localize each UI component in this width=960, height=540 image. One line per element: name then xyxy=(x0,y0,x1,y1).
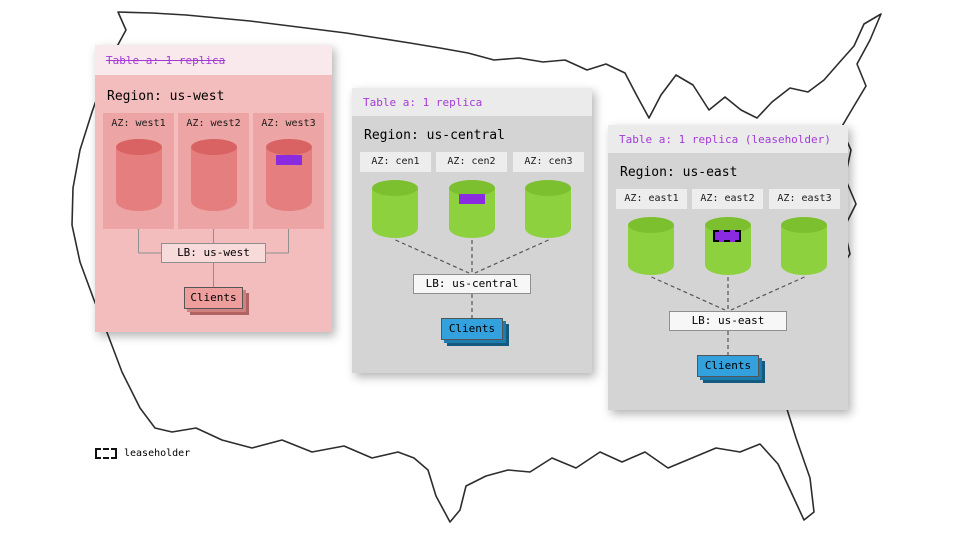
region-panel-us-central: Table a: 1 replica Region: us-central AZ… xyxy=(352,88,592,373)
region-panel-us-west: Table a: 1 replica Region: us-west AZ: w… xyxy=(95,45,332,332)
cylinder-top xyxy=(115,139,162,155)
database-cylinder-icon xyxy=(449,180,495,238)
region-title-us-west: Region: us-west xyxy=(107,89,225,104)
az-label: AZ: west3 xyxy=(261,118,316,129)
legend: leaseholder xyxy=(95,448,190,459)
az-box-east1: AZ: east1 xyxy=(616,189,687,209)
load-balancer-us-east: LB: us-east xyxy=(669,311,787,331)
region-title-us-central: Region: us-central xyxy=(364,128,505,143)
database-cylinder-icon xyxy=(190,139,237,211)
database-cylinder-icon xyxy=(115,139,162,211)
cylinder-top xyxy=(628,217,674,233)
cylinder-top xyxy=(525,180,571,196)
az-label: AZ: west1 xyxy=(111,118,166,129)
database-cylinder-icon xyxy=(525,180,571,238)
az-box-cen2: AZ: cen2 xyxy=(436,152,507,172)
cylinder-body xyxy=(628,225,674,275)
region-title-us-east: Region: us-east xyxy=(620,165,738,180)
table-replica-label: Table a: 1 replica xyxy=(106,53,226,67)
az-box-cen1: AZ: cen1 xyxy=(360,152,431,172)
az-box-west3: AZ: west3 xyxy=(253,113,324,229)
replica-chip xyxy=(459,194,485,204)
table-header-us-west: Table a: 1 replica xyxy=(95,45,332,75)
leaseholder-replica-chip xyxy=(713,230,741,242)
cylinder-top xyxy=(372,180,418,196)
az-box-west2: AZ: west2 xyxy=(178,113,249,229)
load-balancer-us-west: LB: us-west xyxy=(161,243,266,263)
database-cylinder-icon xyxy=(372,180,418,238)
database-cylinder-icon xyxy=(705,217,751,275)
cylinder-body xyxy=(372,188,418,238)
table-replica-label: Table a: 1 replica (leaseholder) xyxy=(619,132,831,146)
cylinder-top xyxy=(190,139,237,155)
database-cylinder-icon xyxy=(628,217,674,275)
cylinder-top xyxy=(449,180,495,196)
cylinder-body xyxy=(115,147,162,211)
load-balancer-us-central: LB: us-central xyxy=(413,274,531,294)
az-box-east3: AZ: east3 xyxy=(769,189,840,209)
cylinder-body xyxy=(190,147,237,211)
az-label: AZ: west2 xyxy=(186,118,241,129)
table-header-us-central: Table a: 1 replica xyxy=(352,88,592,116)
region-panel-us-east: Table a: 1 replica (leaseholder) Region:… xyxy=(608,125,848,410)
database-cylinder-icon xyxy=(265,139,312,211)
cylinder-top xyxy=(265,139,312,155)
table-replica-label: Table a: 1 replica xyxy=(363,95,483,109)
az-box-west1: AZ: west1 xyxy=(103,113,174,229)
clients-box-us-east: Clients xyxy=(697,355,759,377)
az-box-east2: AZ: east2 xyxy=(692,189,763,209)
cylinder-top xyxy=(705,217,751,233)
replica-chip xyxy=(275,155,302,165)
cylinder-top xyxy=(781,217,827,233)
clients-box-us-west: Clients xyxy=(184,287,243,309)
az-box-cen3: AZ: cen3 xyxy=(513,152,584,172)
leaseholder-swatch-icon xyxy=(95,448,117,459)
database-cylinder-icon xyxy=(781,217,827,275)
clients-box-us-central: Clients xyxy=(441,318,503,340)
legend-label: leaseholder xyxy=(124,448,191,459)
cylinder-body xyxy=(781,225,827,275)
table-header-us-east: Table a: 1 replica (leaseholder) xyxy=(608,125,848,153)
cylinder-body xyxy=(525,188,571,238)
